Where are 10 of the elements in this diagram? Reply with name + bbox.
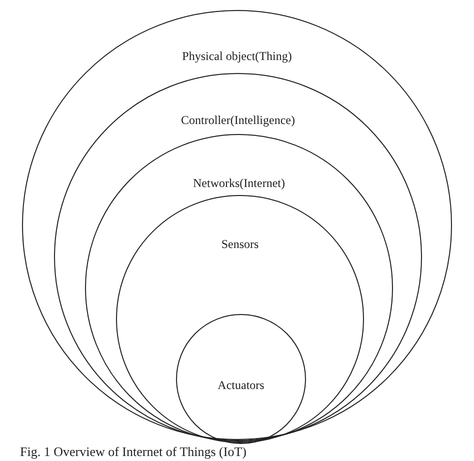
- circle: [54, 73, 422, 441]
- layer-label: Sensors: [221, 237, 259, 252]
- layer-label: Controller(Intelligence): [181, 113, 295, 128]
- circle: [85, 134, 393, 442]
- layer-label: Actuators: [218, 378, 264, 393]
- layer-label: Physical object(Thing): [182, 49, 292, 64]
- layer-label: Networks(Internet): [193, 176, 285, 191]
- caption: Fig. 1 Overview of Internet of Things (IoT): [20, 444, 246, 460]
- circle: [116, 195, 364, 443]
- circle: [176, 314, 306, 444]
